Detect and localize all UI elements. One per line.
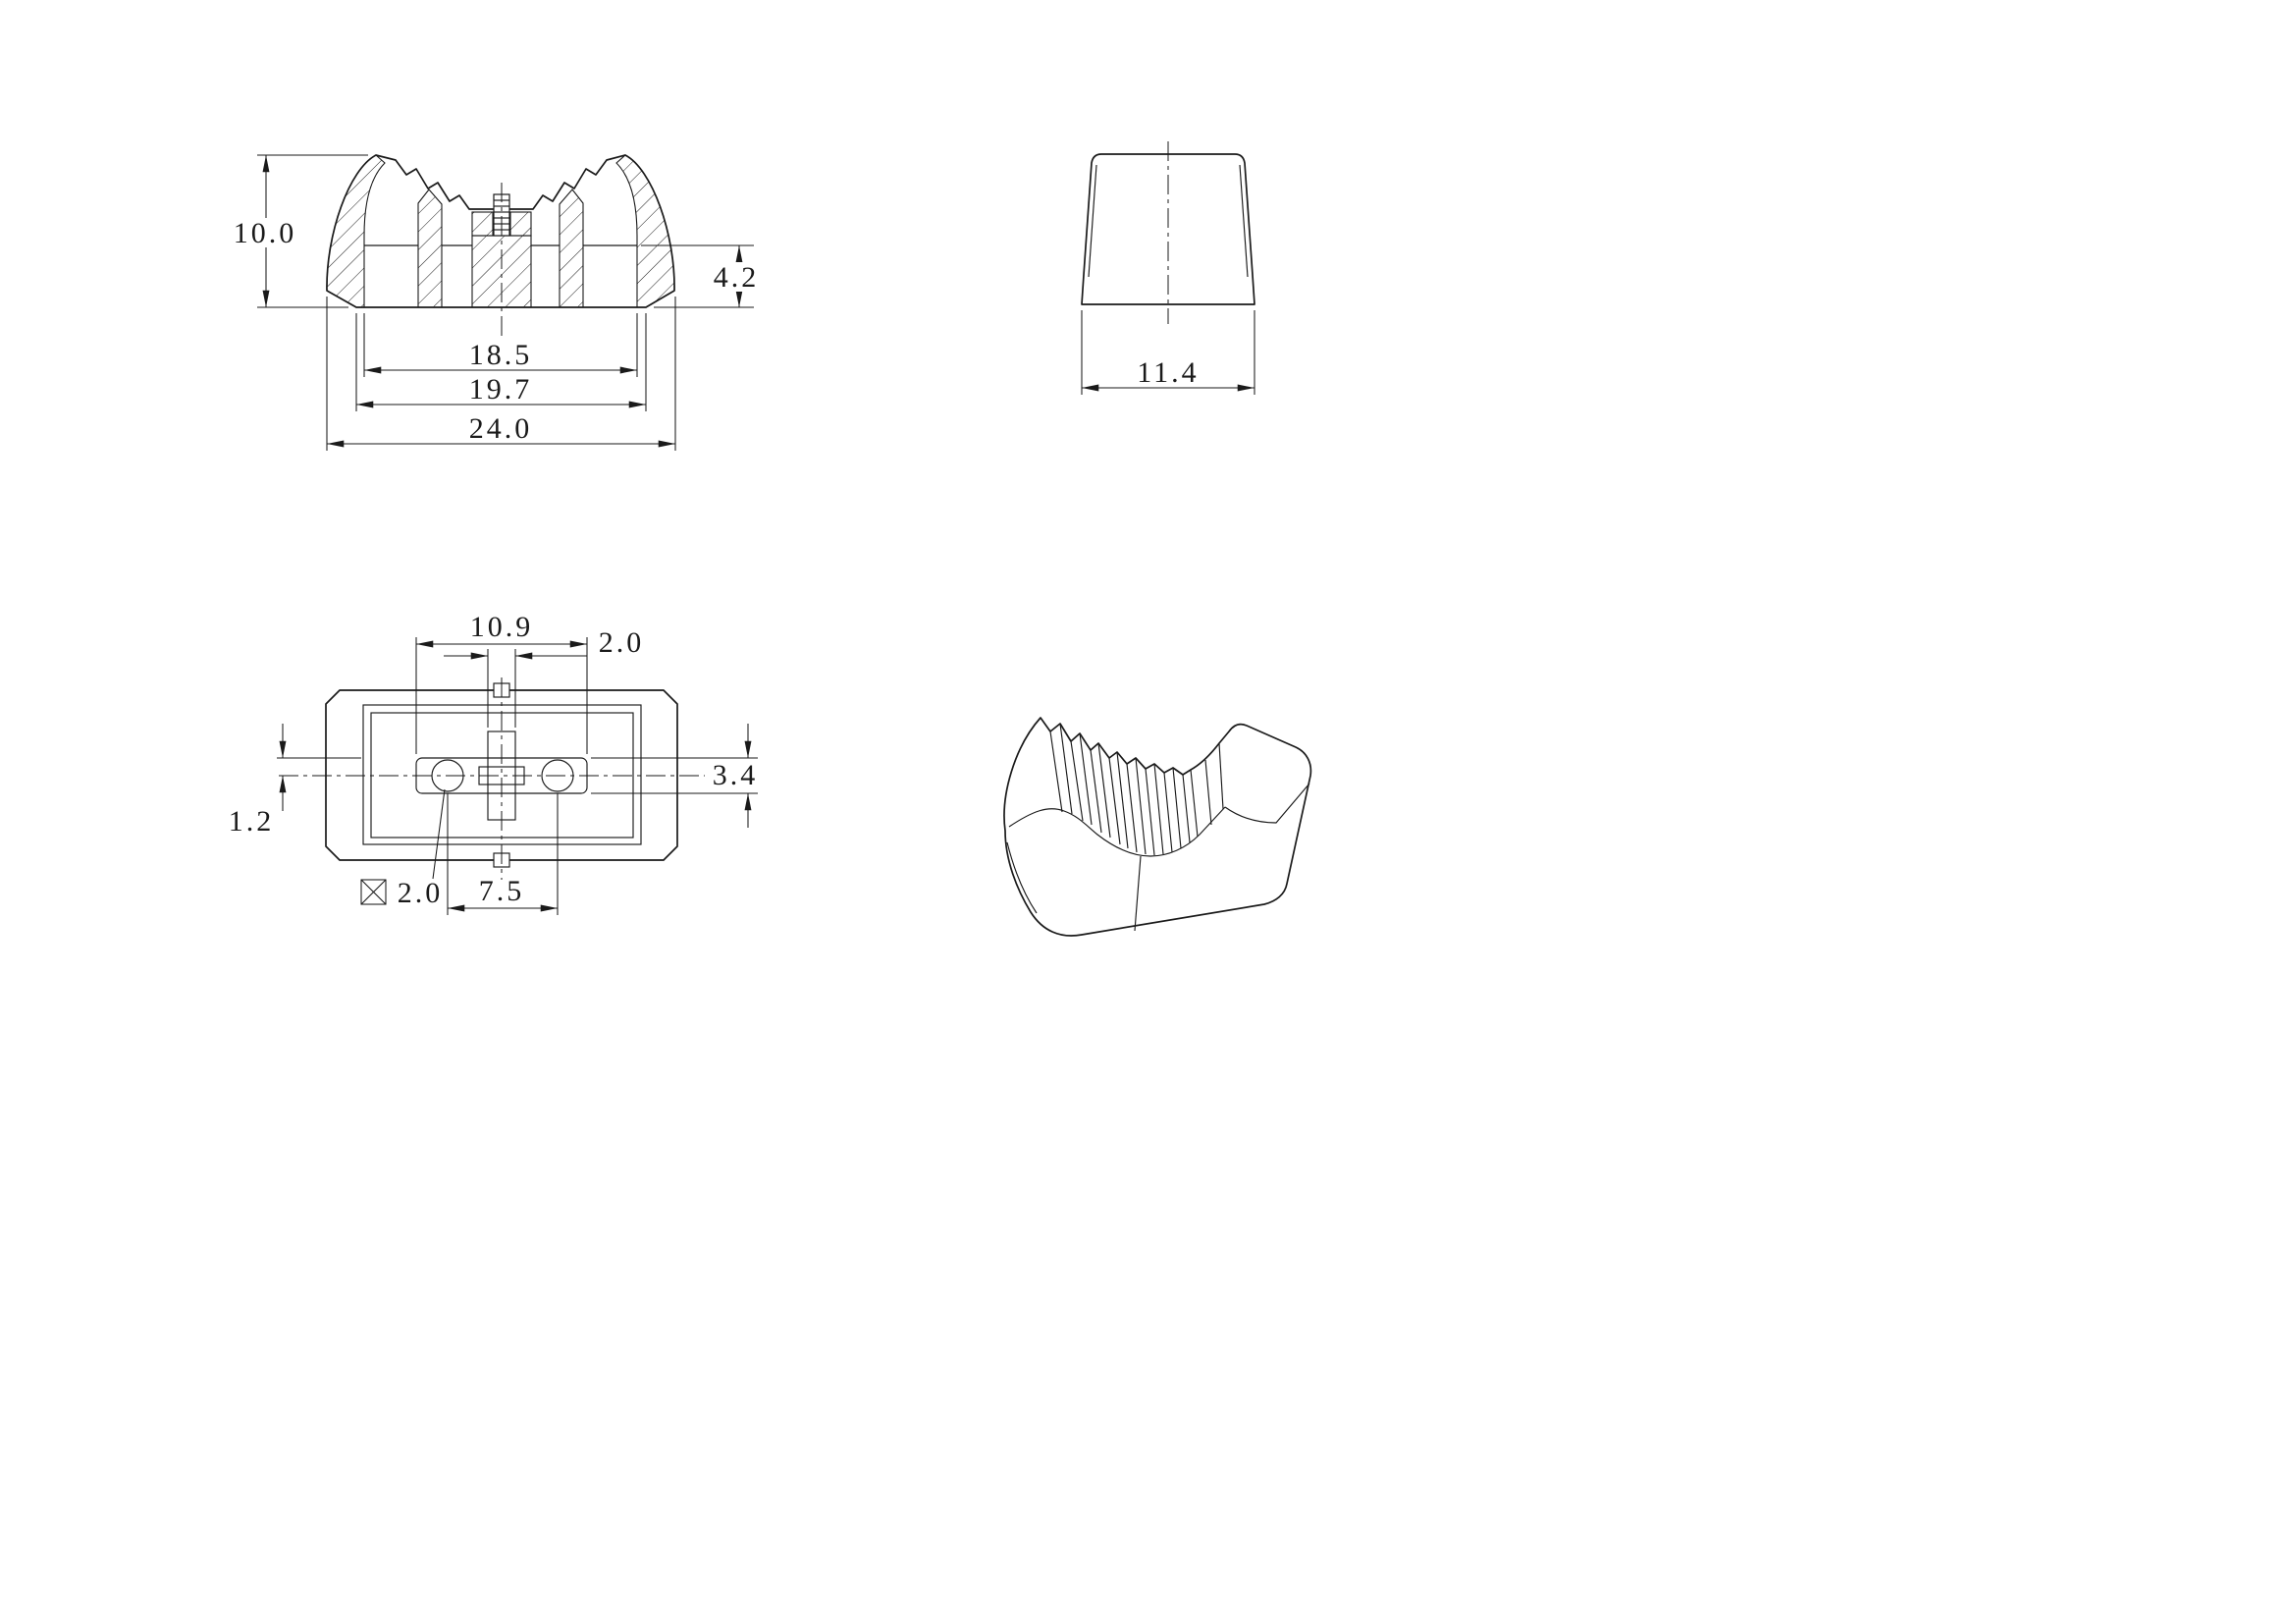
dim-centerline-offset: 1.2	[229, 724, 361, 838]
side-view: 11.4	[1081, 141, 1255, 395]
side-right-edge-line	[1239, 164, 1249, 278]
boxed-x-symbol	[360, 879, 387, 905]
section-hatching	[326, 154, 675, 308]
dim-label-overall-width: 24.0	[469, 412, 533, 445]
dim-label-center-boss-height: 3.4	[713, 759, 759, 791]
iso-silhouette	[1003, 717, 1312, 937]
dim-hole-spacing: 7.5	[447, 793, 559, 915]
dim-label-centerline-offset: 1.2	[229, 805, 275, 838]
iso-front-seam	[1134, 855, 1142, 932]
iso-rib-lines	[1049, 723, 1224, 856]
dim-label-inner-opening-width: 18.5	[469, 339, 533, 371]
dim-label-slot-length: 10.9	[470, 611, 534, 643]
dim-label-overall-height: 10.0	[234, 217, 297, 249]
bottom-outer-outline	[325, 689, 678, 861]
iso-end-cap-edge	[1224, 783, 1310, 824]
knob-side-outline	[1081, 153, 1255, 305]
iso-front-top-edge	[1008, 806, 1226, 857]
set-screw-thread	[493, 193, 510, 237]
bottom-view: 10.9 2.0 3.4 1.2 2.0	[229, 611, 766, 915]
dim-label-hole-spacing: 7.5	[479, 875, 525, 907]
dim-center-boss-height: 3.4	[591, 724, 766, 828]
dim-base-inner-height: 4.2	[641, 244, 768, 308]
dim-hole-callout: 2.0	[360, 788, 446, 909]
isometric-view	[1003, 717, 1312, 937]
dim-slot-length: 10.9	[415, 611, 588, 754]
dim-slot-width: 2.0	[444, 626, 645, 728]
dim-label-slot-width: 2.0	[599, 626, 645, 659]
dim-overall-depth: 11.4	[1081, 310, 1255, 395]
dim-inner-opening-width: 18.5	[363, 313, 638, 377]
dim-overall-width: 24.0	[326, 297, 676, 451]
dim-base-face-width: 19.7	[355, 313, 647, 411]
front-section-view: 10.0 4.2 18.5 19.7 24.0	[229, 154, 768, 451]
dim-overall-height: 10.0	[229, 154, 368, 308]
dim-label-base-face-width: 19.7	[469, 373, 533, 406]
dim-label-overall-depth: 11.4	[1137, 356, 1199, 389]
iso-left-base-edge	[1006, 841, 1038, 914]
dim-label-base-inner-height: 4.2	[714, 261, 760, 294]
side-left-edge-line	[1088, 164, 1097, 278]
dim-label-hole-size: 2.0	[398, 877, 444, 909]
